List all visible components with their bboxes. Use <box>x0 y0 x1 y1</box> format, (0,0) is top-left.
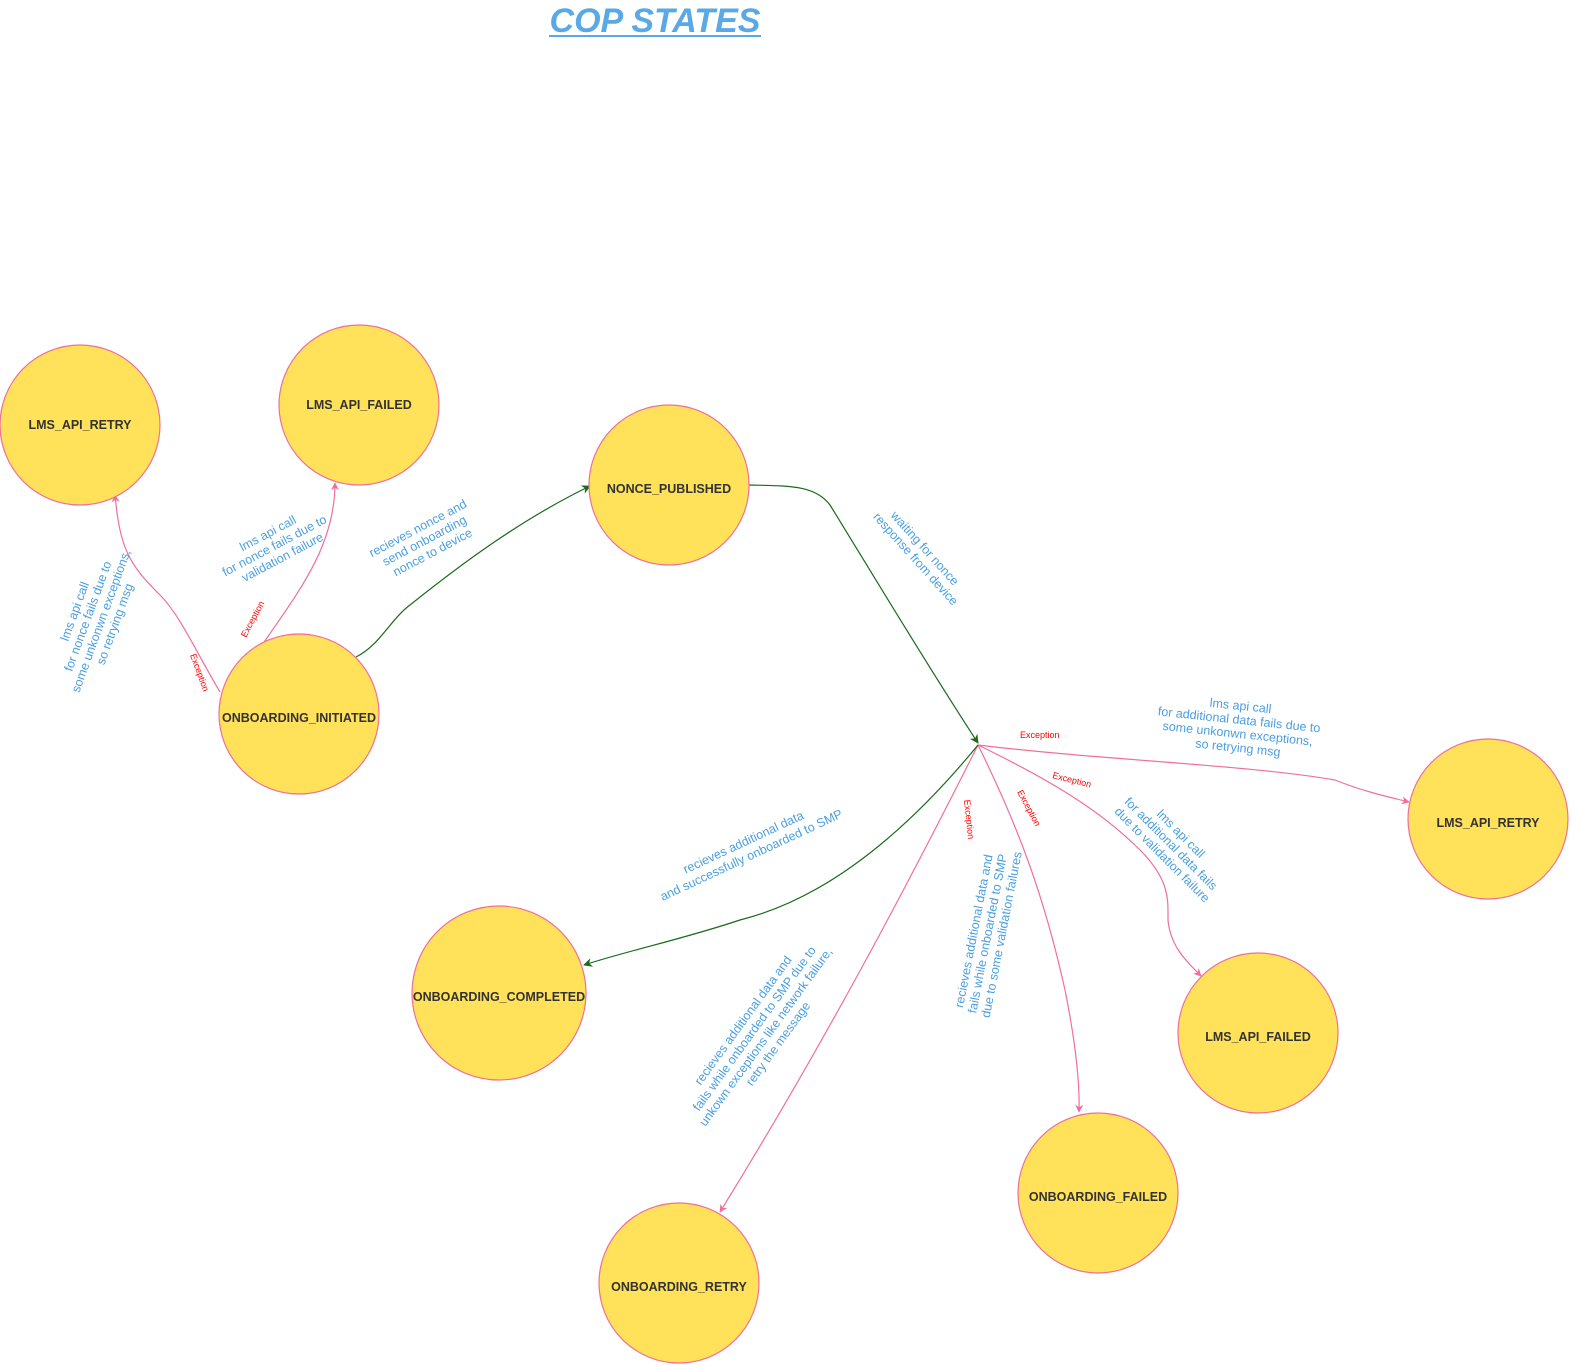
edge-decision-to-onboarding-failed <box>977 744 1084 1113</box>
state-onboarding-retry: ONBOARDING_RETRY <box>598 1202 760 1364</box>
state-onboarding-initiated: ONBOARDING_INITIATED <box>218 633 380 795</box>
exception-label: Exception <box>188 652 211 693</box>
edge-label-initiated-to-retry: lms api call for nonce fails due to some… <box>42 535 147 699</box>
state-label: LMS_API_RETRY <box>28 418 132 432</box>
edge-label-to-completed: recieves additional data and successfull… <box>652 793 845 904</box>
edge-label-initiated-to-failed: lms api call for nonce fails due to vali… <box>213 498 338 591</box>
edge-nonce-to-decision <box>748 484 979 744</box>
svg-text:recieves additional data: recieves additional data and successfull… <box>652 793 845 904</box>
state-label: LMS_API_RETRY <box>1436 816 1540 830</box>
state-label: ONBOARDING_RETRY <box>611 1280 747 1294</box>
svg-text:recieves additional data and: recieves additional data and fails while… <box>951 845 1024 1019</box>
edge-decision-to-onboarding-retry <box>719 744 979 1213</box>
exception-label: Exception <box>239 599 266 639</box>
svg-text:recieves nonce and send: recieves nonce and send onboarding nonce… <box>367 495 486 585</box>
edge-initiated-to-nonce-published <box>355 485 591 658</box>
state-nonce-published: NONCE_PUBLISHED <box>588 404 750 566</box>
exception-label: Exception <box>1052 770 1093 789</box>
state-onboarding-failed: ONBOARDING_FAILED <box>1017 1112 1179 1274</box>
svg-text:waiting for nonce respon: waiting for nonce response from device <box>870 501 971 609</box>
state-onboarding-completed: ONBOARDING_COMPLETED <box>411 905 587 1081</box>
svg-text:lms api call for nonce f: lms api call for nonce fails due to vali… <box>213 498 338 591</box>
state-label: ONBOARDING_COMPLETED <box>413 990 585 1004</box>
exception-label: Exception <box>1015 788 1042 828</box>
edge-label-to-lms-failed: lms api call for additional data fails d… <box>1112 785 1233 906</box>
state-label: ONBOARDING_INITIATED <box>222 711 376 725</box>
edge-label-initiated-to-nonce: recieves nonce and send onboarding nonce… <box>367 495 486 585</box>
state-lms-api-failed-right: LMS_API_FAILED <box>1177 952 1339 1114</box>
exception-label: Exception <box>962 799 976 839</box>
state-lms-api-retry-right: LMS_API_RETRY <box>1407 738 1569 900</box>
edge-decision-to-lms-failed <box>977 744 1202 977</box>
exception-label: Exception <box>1020 730 1060 740</box>
svg-text:lms api call for additio: lms api call for additional data fails d… <box>1154 690 1326 763</box>
svg-text:lms api call for nonce f: lms api call for nonce fails due to some… <box>42 535 147 699</box>
edge-initiated-to-lms-failed <box>261 482 339 646</box>
edge-label-nonce-waiting: waiting for nonce response from device <box>870 501 971 609</box>
state-label: ONBOARDING_FAILED <box>1029 1190 1167 1204</box>
edge-initiated-to-lms-retry <box>111 494 221 693</box>
edge-label-to-lms-retry: lms api call for additional data fails d… <box>1154 690 1326 763</box>
svg-text:lms api call for additio: lms api call for additional data fails d… <box>1112 785 1233 906</box>
edge-label-to-onboarding-retry: recieves additional data and fails while… <box>674 926 849 1137</box>
svg-text:recieves additional data and: recieves additional data and fails while… <box>674 926 849 1137</box>
edge-label-to-onboarding-failed: recieves additional data and fails while… <box>951 845 1025 1019</box>
state-lms-api-failed-top: LMS_API_FAILED <box>278 324 440 486</box>
edge-decision-to-onboarding-completed <box>583 744 979 967</box>
diagram-title: COP STATES <box>550 2 761 40</box>
state-label: LMS_API_FAILED <box>1205 1030 1311 1044</box>
edge-decision-to-lms-retry <box>977 744 1410 805</box>
state-label: LMS_API_FAILED <box>306 398 412 412</box>
state-label: NONCE_PUBLISHED <box>607 482 731 496</box>
state-lms-api-retry-left: LMS_API_RETRY <box>0 344 161 506</box>
